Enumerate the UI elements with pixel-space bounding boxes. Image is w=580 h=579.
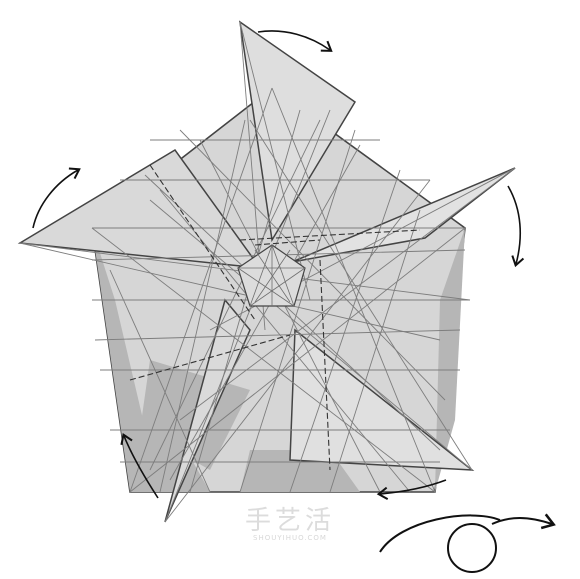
valley-fold-lines [129, 164, 421, 471]
watermark-brand: 手艺活 [244, 506, 335, 536]
watermark-url: SHOUYIHUO.COM [253, 534, 327, 542]
rotate-arrow-icon [507, 185, 525, 268]
crease-lines [19, 21, 516, 523]
rotate-arrow-icon [376, 479, 447, 500]
rotation-arrows [32, 30, 525, 500]
flap-top [239, 20, 357, 243]
flap-right [291, 167, 516, 263]
turn-over-symbol-icon [379, 513, 556, 573]
center-pentagon [237, 244, 306, 307]
rotate-arrow-icon [32, 167, 81, 229]
rotate-arrow-icon [257, 30, 333, 52]
rotate-arrow-icon [120, 432, 159, 499]
flap-bottom-right [289, 328, 475, 471]
